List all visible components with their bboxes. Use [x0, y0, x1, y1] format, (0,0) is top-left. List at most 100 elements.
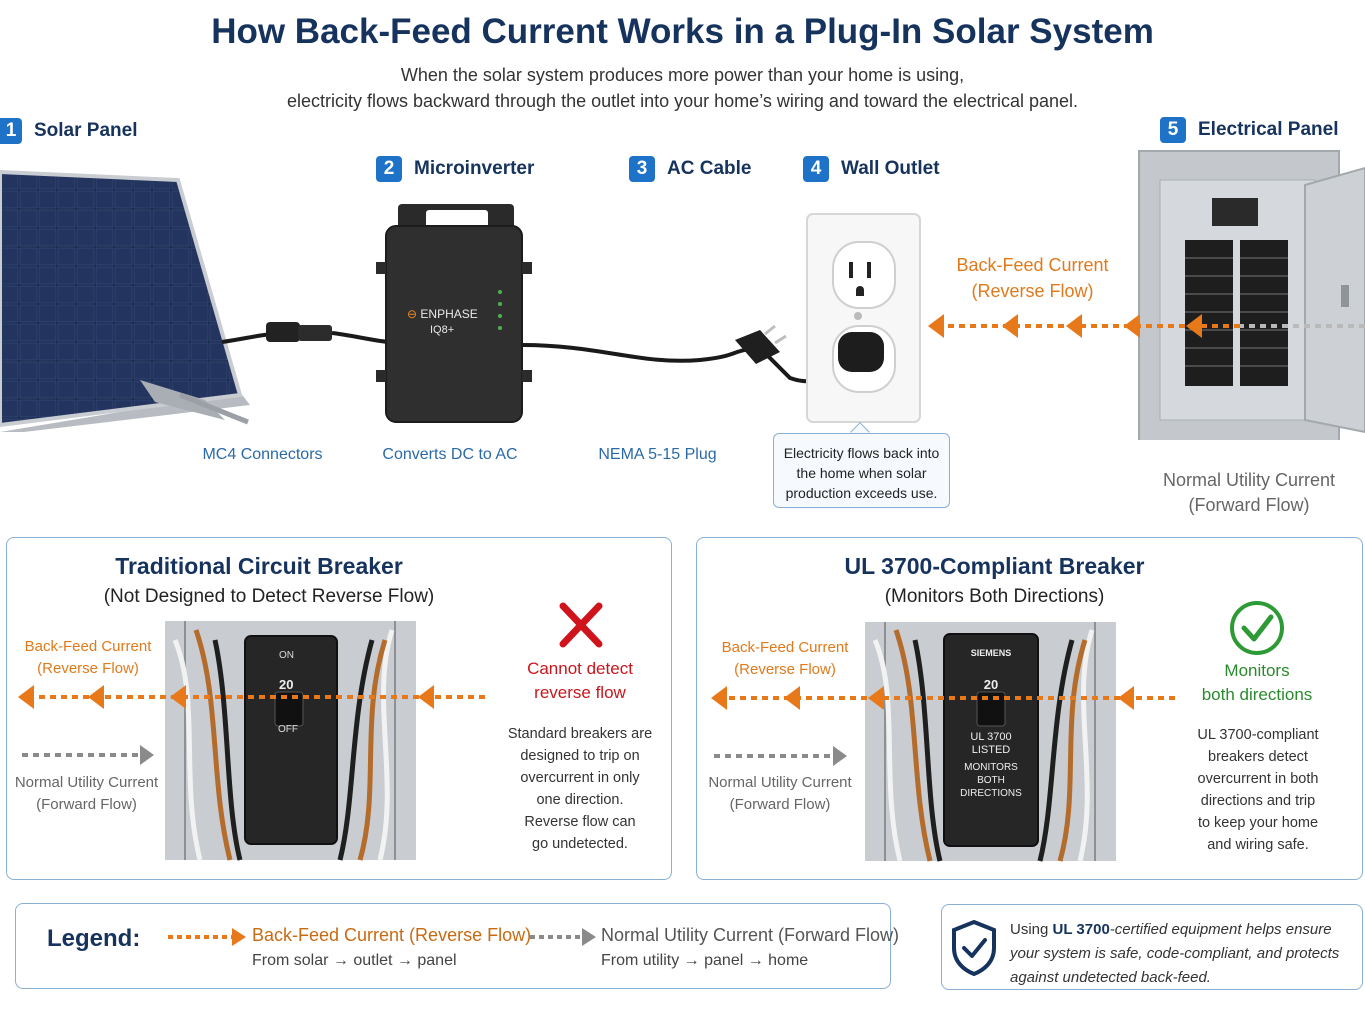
shield-check-icon [952, 919, 996, 977]
legend-box [15, 903, 891, 989]
description-line: designed to trip on [520, 748, 640, 764]
description-line: one direction. [536, 792, 624, 808]
traditional-title: Traditional Circuit Breaker [115, 553, 403, 579]
description-line: Standard breakers are [507, 726, 653, 742]
inverter-brand: ⊖ ENPHASE [407, 307, 478, 321]
legend-normal-label: Normal Utility Current (Forward Flow) [601, 925, 900, 945]
ul-breaker-rating: 20 [983, 677, 999, 692]
description-line: directions and trip [1200, 793, 1316, 809]
step-electrical-panel: 5 Electrical Panel [1160, 117, 1338, 143]
description-line: overcurrent in only [520, 770, 640, 786]
status-line: Monitors [1224, 661, 1290, 680]
breaker-body-icon [943, 633, 1039, 847]
backfeed-line: (Reverse Flow) [37, 660, 139, 677]
ul3700-normal-label: Normal Utility Current (Forward Flow) [705, 772, 855, 816]
status-line: Cannot detect [527, 659, 633, 678]
note-emphasis: UL 3700 [1052, 921, 1110, 938]
backfeed-line: Back-Feed Current [24, 638, 152, 655]
backfeed-line: (Reverse Flow) [971, 281, 1094, 301]
breaker-label-line: UL 3700 [970, 731, 1012, 743]
breaker-on-text: ON [279, 650, 294, 661]
description-line: overcurrent in both [1197, 771, 1319, 787]
ul3700-title: UL 3700-Compliant Breaker [844, 553, 1145, 579]
step-label: Microinverter [414, 158, 535, 179]
caption-converts: Converts DC to AC [382, 446, 518, 463]
safety-note-text: Using UL 3700-certified equipment helps … [1010, 918, 1355, 990]
mc4-connectors-icon [221, 322, 389, 344]
step-wall-outlet: 4 Wall Outlet [803, 156, 940, 182]
top-backfeed-label: Back-Feed Current (Reverse Flow) [940, 252, 1125, 304]
normal-line: Normal Utility Current [14, 774, 159, 791]
system-illustration [0, 150, 1365, 440]
step-badge: 5 [1160, 117, 1186, 143]
solar-panel-icon [0, 169, 250, 432]
microinverter-icon [376, 204, 532, 423]
traditional-subtitle: (Not Designed to Detect Reverse Flow) [103, 586, 435, 607]
step-badge: 3 [629, 156, 655, 182]
callout-line: the home when solar [796, 465, 927, 481]
note-line-2: your system is safe, code-compliant, and… [1010, 945, 1340, 962]
note-line-1-rest: -certified equipment helps ensure [1109, 921, 1332, 938]
page-title: How Back-Feed Current Works in a Plug-In… [211, 12, 1154, 51]
legend-backfeed-sub: From solar → outlet → panel [252, 952, 457, 969]
traditional-breaker-diagram [18, 602, 603, 861]
subtitle-line-1: When the solar system produces more powe… [400, 65, 965, 85]
step-ac-cable: 3 AC Cable [629, 156, 751, 182]
normal-line: Normal Utility Current [1162, 470, 1336, 490]
backfeed-line: Back-Feed Current [956, 255, 1109, 275]
top-backfeed-arrows [928, 314, 1365, 338]
breaker-body-icon [244, 635, 338, 845]
ul-breaker-brand: SIEMENS [970, 648, 1012, 658]
legend-normal-sub: From utility → panel → home [601, 952, 809, 969]
breaker-label-line: BOTH [977, 775, 1005, 786]
backfeed-line: Back-Feed Current [721, 639, 849, 656]
status-line: reverse flow [534, 683, 626, 702]
inverter-brand-text: ENPHASE [420, 307, 478, 321]
description-line: Reverse flow can [524, 814, 636, 830]
step-label: Electrical Panel [1198, 119, 1339, 140]
description-line: to keep your home [1197, 815, 1319, 831]
breaker-off-text: OFF [278, 724, 298, 735]
traditional-normal-label: Normal Utility Current (Forward Flow) [14, 772, 159, 816]
legend-title: Legend: [47, 925, 141, 952]
ul-breaker-label: UL 3700 LISTED MONITORS BOTH DIRECTIONS [944, 731, 1038, 800]
legend-backfeed-label: Back-Feed Current (Reverse Flow) [252, 925, 532, 945]
backfeed-line: (Reverse Flow) [734, 661, 836, 678]
status-line: both directions [1201, 685, 1313, 704]
traditional-backfeed-label: Back-Feed Current (Reverse Flow) [18, 636, 158, 680]
ul3700-breaker-diagram [711, 601, 1284, 862]
normal-line: (Forward Flow) [729, 796, 831, 813]
inverter-model: IQ8+ [430, 324, 455, 336]
backfeed-callout: Electricity flows back into the home whe… [773, 433, 950, 508]
step-label: Wall Outlet [841, 158, 940, 179]
step-solar-panel: 1 Solar Panel [0, 118, 138, 144]
step-label: AC Cable [667, 158, 752, 179]
page-subtitle: When the solar system produces more powe… [0, 62, 1365, 114]
ul3700-backfeed-label: Back-Feed Current (Reverse Flow) [715, 637, 855, 681]
description-line: breakers detect [1208, 749, 1308, 765]
top-normal-label: Normal Utility Current (Forward Flow) [1150, 468, 1348, 518]
nema-plug-icon [735, 324, 787, 364]
caption-plug: NEMA 5-15 Plug [598, 446, 717, 463]
breaker-label-line: LISTED [971, 744, 1011, 756]
step-badge: 2 [376, 156, 402, 182]
caption-mc4: MC4 Connectors [202, 446, 323, 463]
step-badge: 4 [803, 156, 829, 182]
description-line: UL 3700-compliant [1197, 727, 1319, 743]
ul3700-status: Monitors both directions [1182, 659, 1332, 707]
wall-outlet-icon [806, 213, 921, 423]
red-x-icon [559, 602, 603, 648]
step-badge: 1 [0, 118, 22, 144]
step-label: Solar Panel [34, 120, 138, 141]
ul3700-description: UL 3700-compliant breakers detect overcu… [1172, 724, 1344, 856]
electrical-panel-icon [1138, 150, 1365, 440]
ac-cable-icon [521, 343, 837, 384]
breaker-label-line: MONITORS [964, 762, 1018, 773]
step-microinverter: 2 Microinverter [376, 156, 534, 182]
traditional-status: Cannot detect reverse flow [505, 657, 655, 705]
safety-note-box [941, 904, 1363, 990]
legend-arrows [168, 928, 596, 946]
note-line-1: Using UL 3700-certified equipment helps … [1010, 918, 1355, 942]
normal-line: (Forward Flow) [1188, 495, 1310, 515]
note-prefix: Using [1010, 921, 1049, 938]
